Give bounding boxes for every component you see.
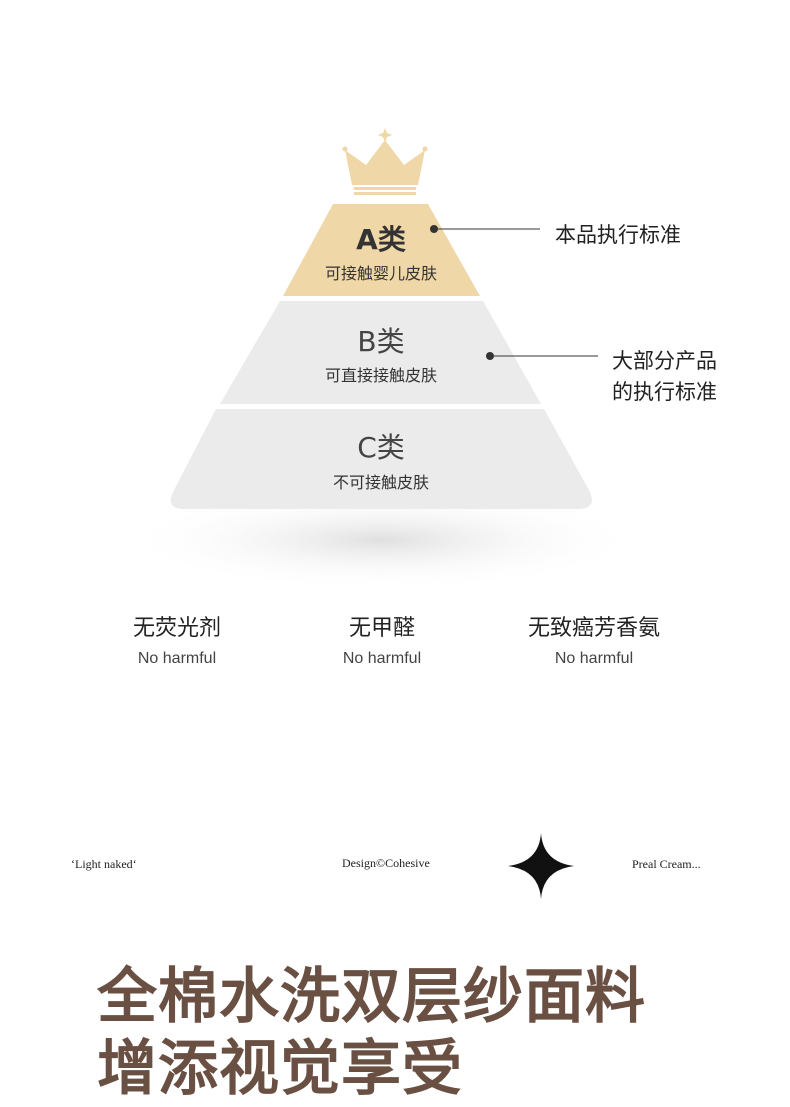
headline-line2: 增添视觉享受	[97, 1034, 463, 1104]
tier-a-subtitle: 可接触婴儿皮肤	[324, 264, 437, 283]
free-of-item: 无荧光剂 No harmful	[77, 610, 277, 668]
tag-right: Preal Cream...	[632, 857, 701, 871]
free-of-label: 无甲醛	[348, 616, 415, 641]
free-of-item: 无甲醛 No harmful	[282, 610, 482, 668]
free-of-label: 无荧光剂	[132, 616, 221, 641]
tier-a-title: A类	[356, 223, 406, 256]
tag-left: ‘Light naked‘	[71, 857, 137, 871]
note-b: 大部分产品 的执行标准	[612, 346, 717, 408]
headline-line1: 全棉水洗双层纱面料	[97, 962, 646, 1032]
note-b-line1: 大部分产品	[612, 349, 717, 373]
pyramid-graphic	[122, 128, 642, 590]
pyramid-shadow	[122, 490, 642, 590]
free-of-sublabel: No harmful	[342, 650, 422, 667]
free-of-label: 无致癌芳香氨	[527, 616, 660, 641]
tier-b	[220, 301, 541, 404]
tag-center: Design©Cohesive	[342, 856, 430, 870]
tier-b-title: B类	[357, 325, 405, 358]
free-of-item: 无致癌芳香氨 No harmful	[494, 610, 694, 668]
note-a: 本品执行标准	[555, 223, 681, 247]
tier-c-subtitle: 不可接触皮肤	[332, 473, 429, 492]
crown-icon	[342, 128, 428, 195]
free-of-sublabel: No harmful	[554, 650, 634, 667]
sparkle-icon	[508, 833, 574, 899]
note-b-line2: 的执行标准	[612, 380, 717, 404]
tier-c	[170, 409, 592, 509]
tier-c-title: C类	[357, 431, 405, 464]
free-of-sublabel: No harmful	[137, 650, 217, 667]
callout-line-a	[430, 225, 540, 233]
callout-line-b	[486, 352, 598, 360]
tier-b-subtitle: 可直接接触皮肤	[324, 366, 437, 385]
